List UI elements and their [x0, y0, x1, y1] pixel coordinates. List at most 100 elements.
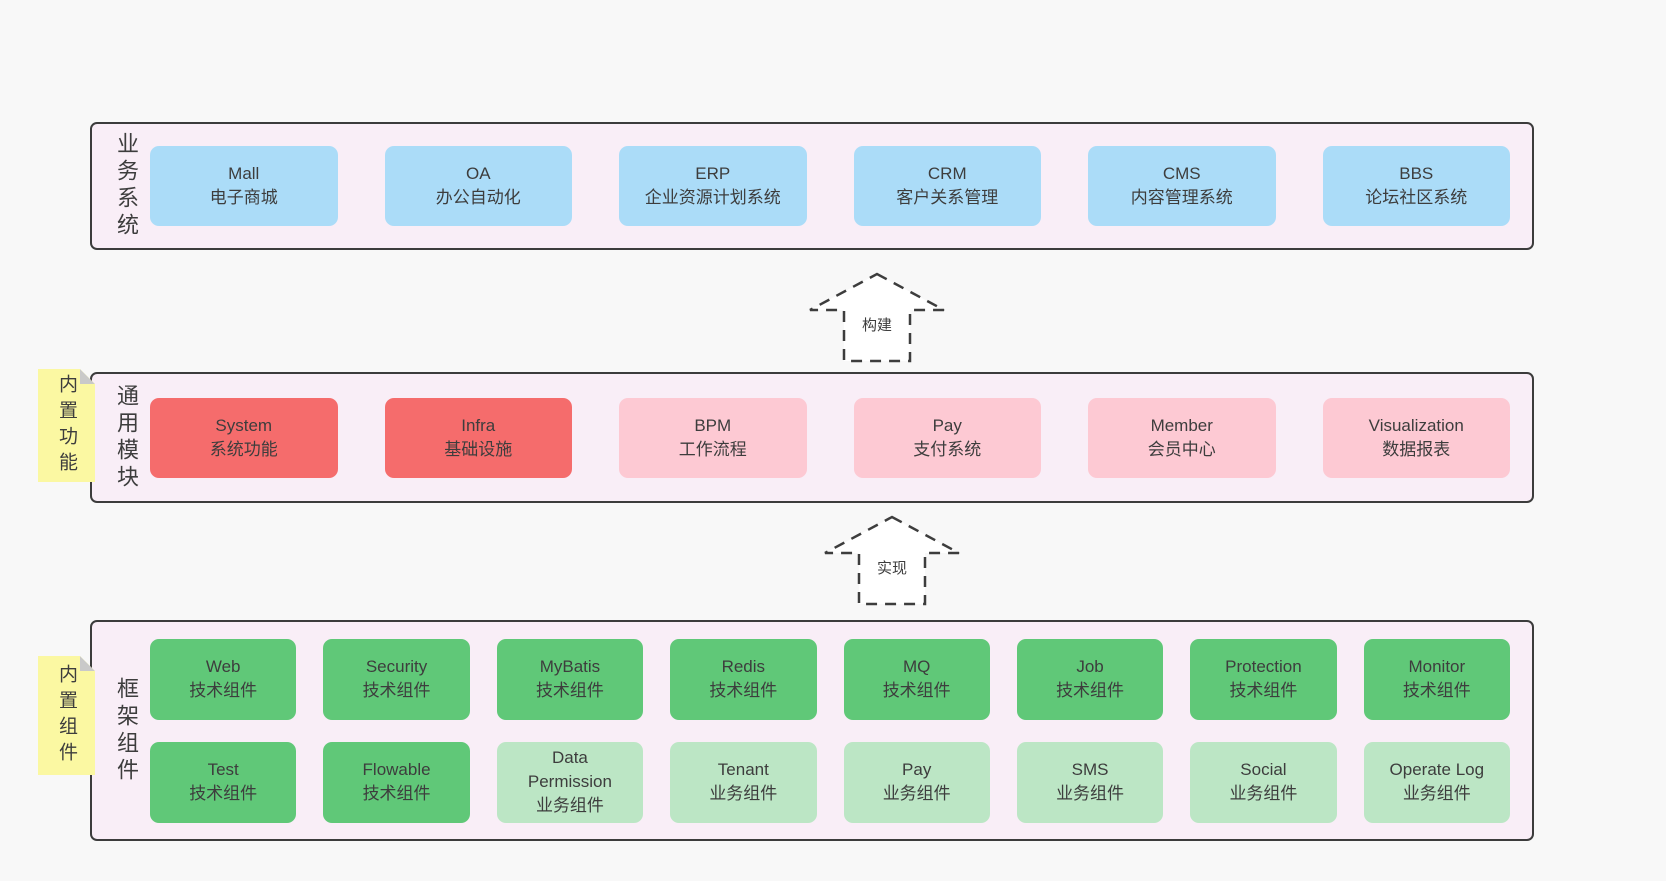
box-subtitle: 业务组件	[1056, 784, 1125, 803]
box-test: Test 技术组件	[150, 741, 297, 823]
box-subtitle: 技术组件	[709, 681, 778, 700]
box-subtitle: 技术组件	[362, 784, 431, 803]
panel-framework-components: 框架组件 Web 技术组件 Security 技术组件 MyBatis 技术组件…	[90, 620, 1534, 841]
box-cms: CMS 内容管理系统	[1088, 146, 1276, 226]
box-mybatis: MyBatis 技术组件	[496, 638, 644, 720]
box-title: OA	[465, 164, 491, 183]
box-subtitle: 业务组件	[1402, 784, 1471, 803]
box-subtitle: 基础设施	[444, 439, 513, 459]
box-data-permission: Data Permission 业务组件	[496, 741, 644, 823]
sticky-note-built-in-components: 内置组件	[38, 656, 95, 775]
box-operate-log: Operate Log 业务组件	[1363, 741, 1510, 823]
box-subtitle: 业务组件	[1229, 784, 1298, 803]
box-subtitle: 支付系统	[913, 439, 982, 459]
box-title: Security	[365, 657, 428, 676]
box-subtitle: 工作流程	[678, 439, 747, 459]
box-title: System	[215, 415, 273, 435]
box-title: Test	[207, 760, 239, 779]
box-subtitle: 技术组件	[1229, 681, 1298, 700]
box-subtitle: 技术组件	[1056, 681, 1125, 700]
box-bpm: BPM 工作流程	[619, 397, 807, 478]
box-subtitle: 技术组件	[882, 681, 951, 700]
box-subtitle: 技术组件	[535, 681, 604, 700]
box-system: System 系统功能	[150, 397, 338, 478]
box-title: BBS	[1399, 164, 1434, 183]
box-subtitle: 内容管理系统	[1130, 188, 1233, 207]
box-subtitle: 会员中心	[1147, 439, 1216, 459]
box-mq: MQ 技术组件	[843, 638, 990, 720]
implement-arrow: 实现	[822, 513, 962, 607]
box-title: Infra	[461, 415, 496, 435]
box-subtitle: 系统功能	[209, 439, 278, 459]
box-subtitle: 业务组件	[882, 784, 951, 803]
box-redis: Redis 技术组件	[670, 638, 817, 720]
box-title: SMS	[1071, 760, 1109, 779]
box-title: Protection	[1225, 657, 1302, 676]
note-text: 内置功能	[56, 373, 77, 478]
box-subtitle: 办公自动化	[435, 188, 521, 207]
panel-business-systems: 业务系统 Mall 电子商城 OA 办公自动化 ERP 企业资源计划系统 CRM…	[90, 122, 1534, 250]
box-title: Data Permission	[527, 748, 612, 791]
box-social: Social 业务组件	[1190, 741, 1337, 823]
box-title: Job	[1076, 657, 1104, 676]
implement-arrow-label: 实现	[872, 557, 912, 578]
box-subtitle: 技术组件	[362, 681, 431, 700]
box-title: Pay	[902, 760, 932, 779]
box-subtitle: 论坛社区系统	[1365, 188, 1468, 207]
box-title: CRM	[927, 164, 967, 183]
box-title: MQ	[902, 657, 931, 676]
box-subtitle: 数据报表	[1382, 439, 1451, 459]
business-box-row: Mall 电子商城 OA 办公自动化 ERP 企业资源计划系统 CRM 客户关系…	[150, 146, 1510, 226]
box-title: Flowable	[362, 760, 431, 779]
box-subtitle: 技术组件	[189, 681, 258, 700]
modules-box-row: System 系统功能 Infra 基础设施 BPM 工作流程 Pay 支付系统…	[150, 397, 1510, 478]
box-sms: SMS 业务组件	[1016, 741, 1164, 823]
box-subtitle: 技术组件	[1402, 681, 1471, 700]
box-member: Member 会员中心	[1088, 397, 1276, 478]
box-bbs: BBS 论坛社区系统	[1322, 146, 1510, 226]
box-pay: Pay 支付系统	[853, 397, 1041, 478]
box-title: Operate Log	[1389, 760, 1485, 779]
box-title: MyBatis	[539, 657, 601, 676]
box-web: Web 技术组件	[150, 638, 297, 720]
box-job: Job 技术组件	[1016, 638, 1164, 720]
box-title: Social	[1240, 760, 1287, 779]
box-title: Monitor	[1408, 657, 1466, 676]
box-title: Web	[205, 657, 241, 676]
box-crm: CRM 客户关系管理	[853, 146, 1041, 226]
panel-label-business-systems: 业务系统	[114, 132, 139, 240]
panel-label-framework-components: 框架组件	[114, 676, 139, 785]
box-mall: Mall 电子商城	[150, 146, 338, 226]
build-arrow-label: 构建	[857, 314, 897, 335]
box-title: Tenant	[717, 760, 769, 779]
box-subtitle: 电子商城	[209, 188, 278, 207]
components-box-grid: Web 技术组件 Security 技术组件 MyBatis 技术组件 Redi…	[150, 638, 1510, 823]
box-subtitle: 企业资源计划系统	[644, 188, 781, 207]
note-text: 内置组件	[56, 663, 77, 768]
panel-label-common-modules: 通用模块	[114, 383, 139, 492]
box-title: Redis	[721, 657, 766, 676]
sticky-note-built-in-features: 内置功能	[38, 369, 95, 482]
box-monitor: Monitor 技术组件	[1363, 638, 1510, 720]
box-title: BPM	[694, 415, 732, 435]
box-title: CMS	[1162, 164, 1201, 183]
box-pay-biz: Pay 业务组件	[843, 741, 990, 823]
build-arrow: 构建	[807, 270, 947, 364]
box-title: Visualization	[1368, 415, 1464, 435]
box-flowable: Flowable 技术组件	[323, 741, 470, 823]
box-visualization: Visualization 数据报表	[1322, 397, 1510, 478]
box-protection: Protection 技术组件	[1190, 638, 1337, 720]
box-title: ERP	[695, 164, 731, 183]
box-title: Member	[1150, 415, 1213, 435]
panel-common-modules: 通用模块 System 系统功能 Infra 基础设施 BPM 工作流程 Pay…	[90, 372, 1534, 503]
box-title: Pay	[932, 415, 962, 435]
box-infra: Infra 基础设施	[384, 397, 572, 478]
box-oa: OA 办公自动化	[384, 146, 572, 226]
box-subtitle: 业务组件	[535, 796, 604, 815]
box-subtitle: 业务组件	[709, 784, 778, 803]
box-erp: ERP 企业资源计划系统	[619, 146, 807, 226]
box-tenant: Tenant 业务组件	[670, 741, 817, 823]
box-subtitle: 技术组件	[189, 784, 258, 803]
box-title: Mall	[228, 164, 260, 183]
box-security: Security 技术组件	[323, 638, 470, 720]
